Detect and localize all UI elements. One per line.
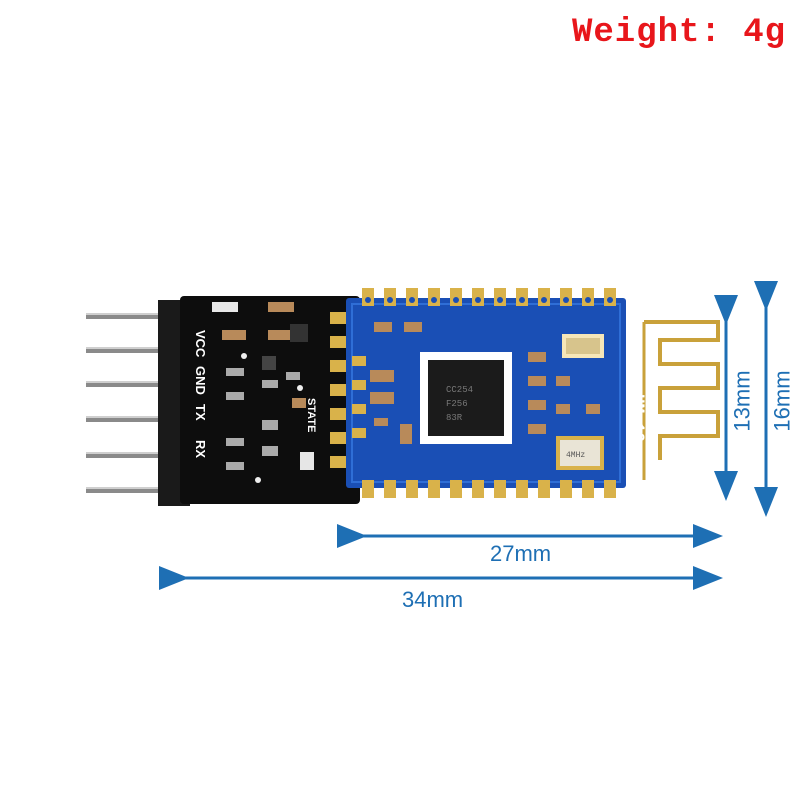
state-label: STATE	[305, 398, 317, 432]
dimension-arrows	[159, 281, 778, 590]
svg-text:83R: 83R	[446, 413, 463, 423]
header-pins	[86, 313, 178, 493]
dimension-height-total: 16mm	[769, 370, 795, 432]
dimension-width-total: 34mm	[402, 587, 464, 612]
crystal: 4MHz	[556, 436, 604, 470]
carrier-board	[180, 296, 360, 504]
carrier-components	[212, 302, 314, 483]
weight-label: Weight: 4g	[572, 14, 787, 52]
svg-text:CC254: CC254	[446, 385, 473, 395]
pin-label-vcc: VCC	[193, 330, 208, 358]
dimension-height-inner: 13mm	[729, 370, 755, 432]
bluetooth-chip: CC254 F256 83R	[420, 352, 512, 444]
svg-text:4MHz: 4MHz	[566, 451, 585, 460]
pin-label-rx: RX	[193, 440, 208, 458]
hm10-components	[370, 322, 604, 444]
dimension-width-inner: 27mm	[490, 541, 552, 566]
pin-label-gnd: GND	[193, 366, 208, 395]
pin-labels: VCC GND TX RX STATE	[193, 330, 317, 458]
bottom-pads	[362, 480, 616, 498]
module-name: HM-10	[629, 394, 647, 442]
pin-label-tx: TX	[193, 404, 208, 421]
antenna	[642, 320, 720, 480]
svg-text:F256: F256	[446, 399, 468, 409]
edge-pads	[330, 312, 348, 468]
